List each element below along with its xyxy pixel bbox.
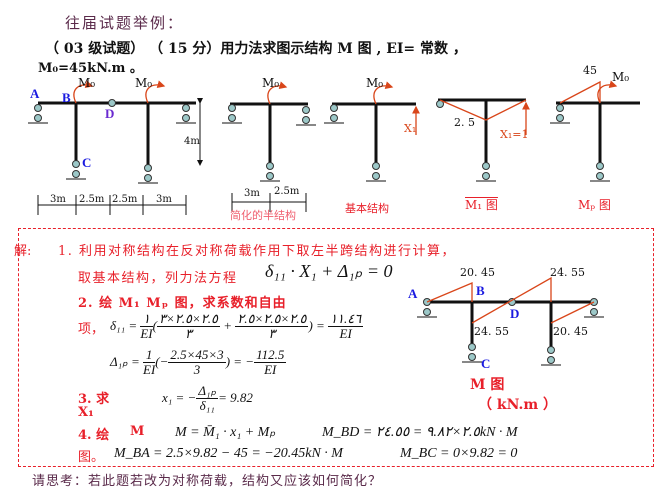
step1: 1. 利用对称结构在反对称荷载作用下取左半跨结构进行计算， (58, 244, 457, 259)
moment-value: 20. 45 (460, 266, 495, 279)
mbd-formula: M_BD = ٢.٥×٩.٨٢ = ٢٤.٥٥kN · M (322, 425, 518, 440)
label-a: A (30, 86, 40, 101)
moment-value: 24. 55 (550, 266, 585, 279)
problem-line2: M₀=45kN.m 。 (38, 61, 143, 76)
label-d: D (510, 306, 520, 321)
heading: 往届试题举例： (65, 14, 185, 32)
dim: 3m (50, 194, 66, 205)
step2b: 项， (78, 322, 105, 337)
moment-value: 24. 55 (474, 325, 509, 338)
force-equation: δ₁₁ · X₁ + Δ₁ₚ = 0 (265, 261, 393, 281)
dim: 2.5m (79, 194, 105, 205)
solution-box (18, 228, 654, 467)
caption: M₁ 图 (465, 198, 498, 212)
dim: 2.5m (274, 186, 300, 197)
m0-label: M₀ (262, 76, 280, 90)
problem-line1: （ 03 级试题） （ 15 分）用力法求图示结构 M 图 , EI= 常数 ， (45, 41, 467, 57)
label-d: D (105, 106, 115, 121)
m-diagram-title: M 图 (470, 377, 505, 393)
m0-label: M₀ (135, 76, 153, 90)
label-a: A (408, 286, 418, 301)
step1b: 取基本结构，列力法方程 (78, 271, 238, 286)
value-label: 45 (583, 64, 597, 77)
label-c: C (481, 356, 491, 371)
dim: 3m (244, 188, 260, 199)
footer-question: 请思考：若此题若改为对称荷载，结构又应该如何简化？ (32, 474, 383, 489)
caption: Mₚ 图 (578, 198, 611, 212)
solution-label: 解: (14, 244, 32, 259)
step4-m: M (130, 424, 145, 439)
x1-label: X₁ (404, 122, 417, 135)
dim: 3m (156, 194, 172, 205)
support-icons (34, 99, 604, 364)
m-formula: M = M̄₁ · x₁ + Mₚ (175, 425, 276, 440)
step4b: 图。 (78, 450, 105, 465)
mba-formula: M_BA = 2.5×9.82 − 45 = −20.45kN · M (114, 446, 343, 461)
mbc-formula: M_BC = 0×9.82 = 0 (400, 446, 518, 461)
label-c: C (82, 155, 92, 170)
m0-label: M₀ (612, 70, 630, 84)
step4: 4. 绘 (78, 428, 110, 443)
label-b: B (476, 283, 485, 298)
m-diagram-unit: （ kN.m ） (478, 397, 558, 413)
dim: 2.5m (112, 194, 138, 205)
label-b: B (62, 90, 71, 105)
moment-value: 20. 45 (553, 325, 588, 338)
step3b: X₁ (78, 405, 94, 420)
caption: 基本结构 (345, 202, 389, 215)
step3: 3. 求 (78, 392, 110, 407)
x1-label: X₁=1 (500, 128, 529, 141)
value-label: 2. 5 (454, 116, 475, 129)
m0-label: M₀ (78, 76, 96, 90)
height-dim: 4m (184, 136, 200, 147)
m0-label: M₀ (366, 76, 384, 90)
caption: 简化的半结构 (230, 209, 296, 222)
step2: 2. 绘 M₁ Mₚ 图，求系数和自由 (78, 296, 287, 311)
